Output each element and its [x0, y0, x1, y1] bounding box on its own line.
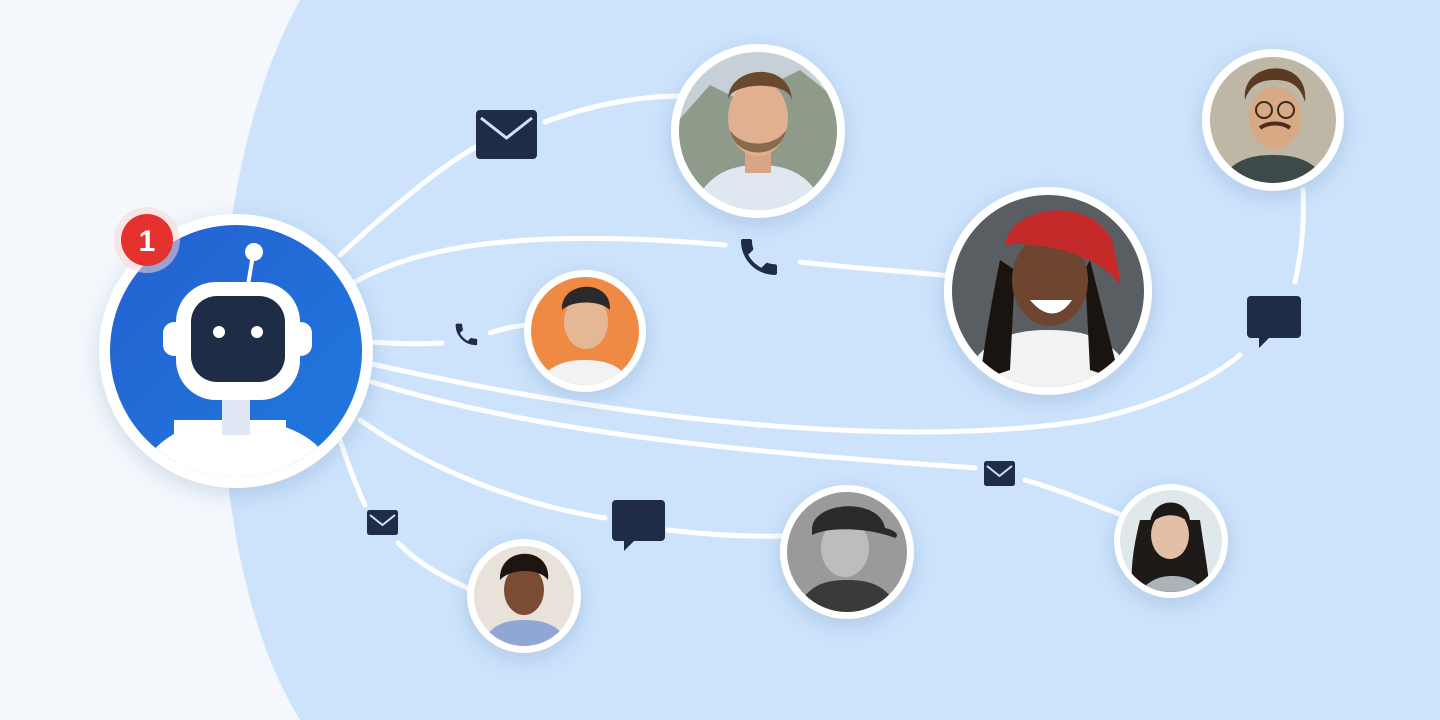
contact-woman-long-hair — [1114, 484, 1228, 598]
robot-icon — [140, 243, 335, 477]
line-to-contact-7 — [369, 379, 1125, 518]
line-to-contact-1 — [337, 93, 683, 258]
chat-icon — [1247, 296, 1301, 348]
contact-man-beard — [671, 44, 845, 218]
connection-lines — [337, 93, 1306, 593]
line-to-contact-5 — [337, 437, 475, 593]
phone-icon — [455, 323, 478, 346]
contact-woman-braids — [467, 539, 581, 653]
contact-man-curly-glasses — [1202, 49, 1344, 191]
contact-man-beanie — [524, 270, 646, 392]
line-to-contact-6 — [357, 417, 788, 539]
phone-icon — [741, 239, 777, 275]
line-to-contact-2 — [369, 187, 1306, 435]
line-to-contact-3 — [352, 235, 953, 285]
email-icon — [367, 510, 398, 535]
email-icon — [476, 110, 537, 159]
notification-badge: 1 — [114, 207, 180, 273]
contact-man-cap — [780, 485, 914, 619]
notification-count: 1 — [139, 225, 156, 258]
chat-icon — [612, 500, 665, 551]
email-icon — [984, 461, 1015, 486]
contact-woman-red-hat — [944, 187, 1152, 395]
